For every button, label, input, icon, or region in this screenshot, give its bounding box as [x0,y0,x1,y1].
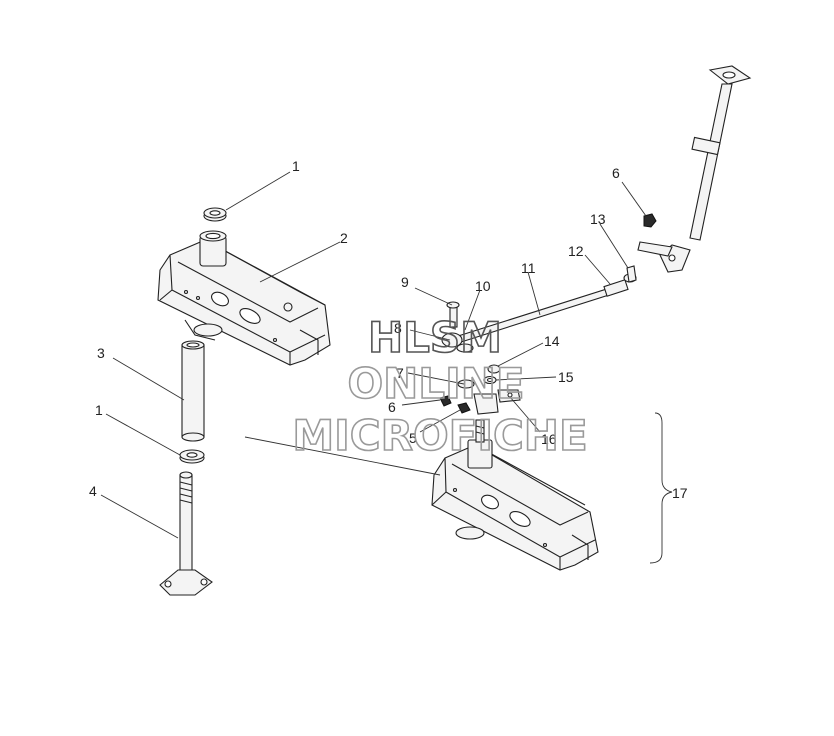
nut-top [643,213,657,228]
callout-5: 5 [409,430,417,446]
callout-1-top: 1 [292,158,300,174]
callout-13: 13 [590,211,606,227]
callout-10: 10 [475,278,491,294]
callout-8: 8 [394,320,402,336]
spindle [159,471,213,596]
tie-rod [441,265,637,348]
callout-11: 11 [521,260,536,276]
watermark-line-2: ONLINE [347,359,524,408]
watermark-line-1: HLSM [368,313,502,362]
callout-1-lower: 1 [95,402,103,418]
callout-17: 17 [672,485,688,501]
callout-9: 9 [401,274,409,290]
callout-6-top: 6 [612,165,620,181]
bushing-10 [456,343,474,353]
axle-assembly-lower [431,419,599,571]
washer-top [203,207,227,222]
washer-lower [179,449,205,464]
callout-12: 12 [568,243,584,259]
steering-column [637,65,752,273]
callout-labels: 1 2 3 1 4 9 10 11 12 13 6 8 14 7 15 6 5 … [89,158,688,501]
bolt-9 [446,301,460,328]
callout-16: 16 [541,431,557,447]
leader-lines [100,171,647,539]
callout-2: 2 [340,230,348,246]
watermark: HLSM ONLINE MICROFICHE [292,312,589,461]
callout-14: 14 [544,333,560,349]
pivot-sleeve [181,340,205,442]
watermark-line-3: MICROFICHE [292,411,587,460]
callout-7: 7 [396,365,404,381]
callout-6-lower: 6 [388,399,396,415]
callout-15: 15 [558,369,574,385]
callout-3: 3 [97,345,105,361]
callout-4: 4 [89,483,97,499]
axle-housing-upper [157,230,331,366]
assembly-bracket [649,412,673,564]
